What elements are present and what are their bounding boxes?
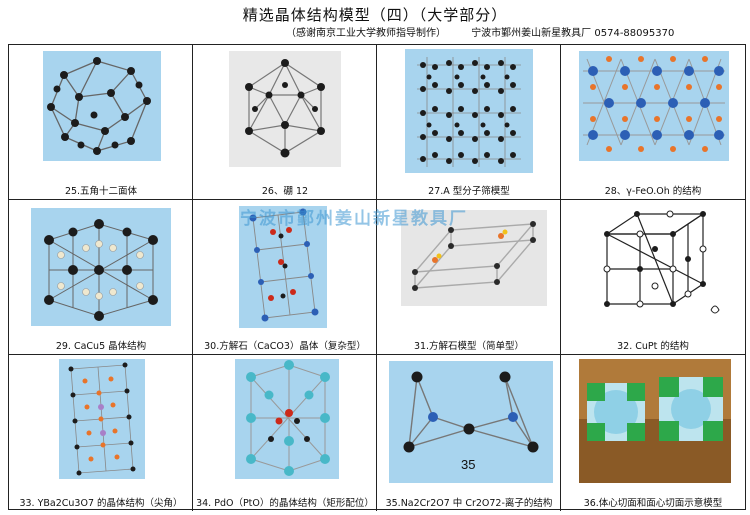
- product-cell-31[interactable]: 31.方解石模型（简单型）: [377, 200, 561, 355]
- gamma-feooh-layer-model-image: [579, 51, 729, 161]
- caption-36: 36.体心切面和面心切面示意模型: [583, 498, 723, 509]
- pdo-crystal-model-image: [235, 359, 339, 479]
- type-a-molecular-sieve-model-image: [405, 49, 533, 173]
- calcite-complex-model-image: [239, 206, 327, 328]
- product-cell-28[interactable]: 28、γ-FeO.Oh 的结构: [561, 45, 745, 200]
- product-cell-33[interactable]: 33. YBa2Cu3O7 的晶体结构（尖角）: [9, 355, 193, 511]
- caption-27: 27.A 型分子筛模型: [428, 186, 510, 197]
- product-cell-26[interactable]: 26、硼 12: [193, 45, 377, 200]
- acknowledgment-text: （感谢南京工业大学教师指导制作）: [286, 28, 446, 39]
- ybco-crystal-model-image: [59, 359, 145, 479]
- caption-26: 26、硼 12: [261, 186, 309, 197]
- product-cell-35[interactable]: 35 35.Na2Cr2O7 中 Cr2O72-离子的结构: [377, 355, 561, 511]
- dichromate-ion-model-image: 35: [389, 361, 553, 483]
- caption-35: 35.Na2Cr2O7 中 Cr2O72-离子的结构: [385, 498, 553, 509]
- cacu5-crystal-model-image: [31, 208, 171, 326]
- boron-12-icosahedron-model-image: [229, 51, 341, 167]
- product-cell-30[interactable]: 30.方解石（CaCO3）晶体（复杂型）: [193, 200, 377, 355]
- model-number-35: 35: [461, 457, 475, 472]
- caption-31: 31.方解石模型（简单型）: [413, 341, 525, 352]
- product-cell-29[interactable]: 29. CaCu5 晶体结构: [9, 200, 193, 355]
- caption-33: 33. YBa2Cu3O7 的晶体结构（尖角）: [19, 498, 183, 509]
- watermark-text: 宁波市鄞州姜山新星教具厂: [240, 209, 468, 229]
- caption-29: 29. CaCu5 晶体结构: [55, 341, 147, 352]
- maker-name: 宁波市鄞州姜山新星教具厂: [471, 28, 592, 39]
- pentagonal-dodecahedron-model-image: [43, 51, 161, 161]
- product-grid: 25.五角十二面体 26、硼 12: [8, 44, 746, 511]
- calcite-simple-model-image: [401, 210, 547, 306]
- cupt-structure-diagram-image: [603, 210, 720, 314]
- product-cell-32[interactable]: 32. CuPt 的结构: [561, 200, 745, 355]
- product-cell-25[interactable]: 25.五角十二面体: [9, 45, 193, 200]
- page-title: 精选晶体结构模型（四）（大学部分）: [242, 6, 508, 24]
- maker-phone: 0574-88095370: [594, 28, 675, 39]
- caption-32: 32. CuPt 的结构: [617, 341, 689, 352]
- product-cell-36[interactable]: 36.体心切面和面心切面示意模型: [561, 355, 745, 511]
- caption-28: 28、γ-FeO.Oh 的结构: [604, 186, 702, 197]
- caption-34: 34. PdO（PtO）的晶体结构（矩形配位）: [196, 498, 374, 509]
- product-cell-27[interactable]: 27.A 型分子筛模型: [377, 45, 561, 200]
- caption-30: 30.方解石（CaCO3）晶体（复杂型）: [204, 341, 366, 352]
- subtitle: （感谢南京工业大学教师指导制作） 宁波市鄞州姜山新星教具厂 0574-88095…: [286, 24, 674, 39]
- cut-cube-face-models-image: [579, 359, 731, 483]
- product-cell-34[interactable]: 34. PdO（PtO）的晶体结构（矩形配位）: [193, 355, 377, 511]
- caption-25: 25.五角十二面体: [64, 186, 138, 197]
